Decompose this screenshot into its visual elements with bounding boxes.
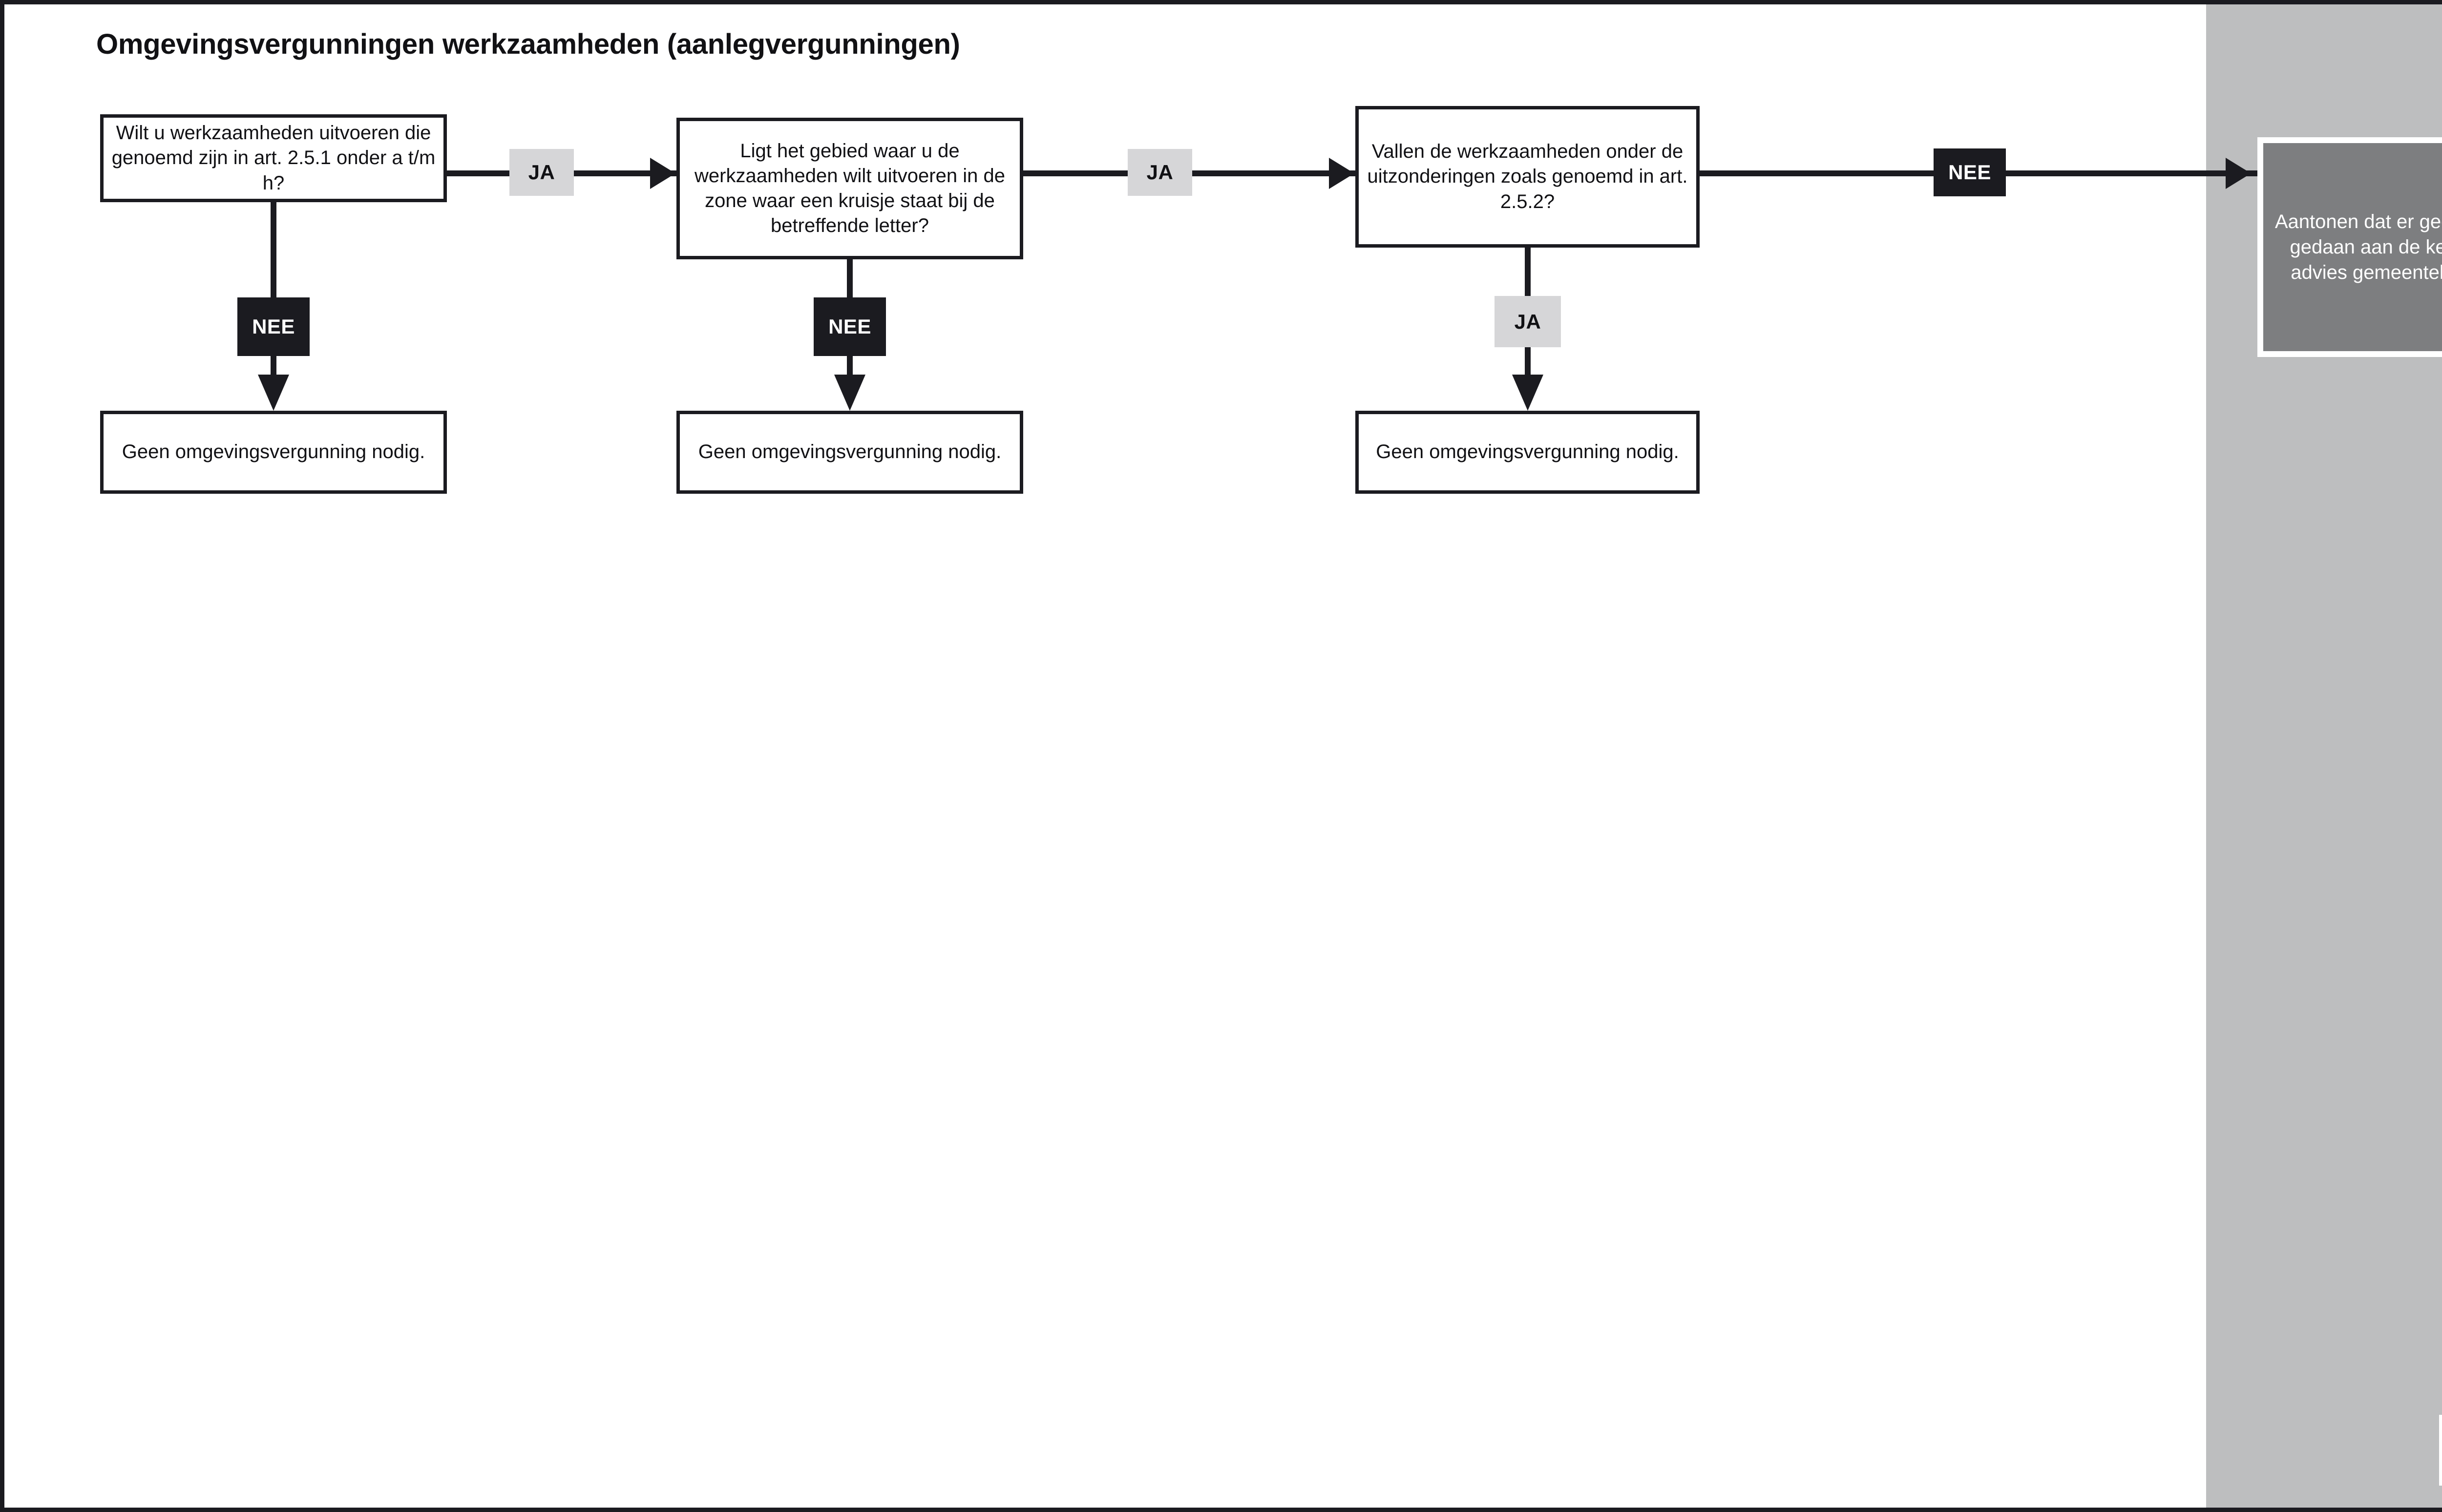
badge-nee-q3: NEE bbox=[1934, 148, 2006, 196]
outcome-box-final[interactable]: Aantonen dat er geen afbreuk wordt gedaa… bbox=[2257, 137, 2442, 357]
badge-nee-q2-label: NEE bbox=[828, 315, 871, 338]
badge-ja-q1-label: JA bbox=[528, 161, 555, 184]
arrowhead-q3-to-t3 bbox=[1512, 375, 1543, 411]
arrowhead-q1-to-q2 bbox=[650, 158, 675, 189]
logo-card: BügelHajema Plek voor ideeën bbox=[2439, 1415, 2442, 1486]
terminal-box-t2-label: Geen omgevingsvergunning nodig. bbox=[698, 441, 1002, 463]
outcome-box-final-label: Aantonen dat er geen afbreuk wordt gedaa… bbox=[2274, 211, 2442, 283]
decision-box-q1-label: Wilt u werkzaamheden uitvoeren die genoe… bbox=[111, 122, 436, 194]
badge-ja-q3: JA bbox=[1495, 296, 1561, 347]
arrowhead-q1-to-t1 bbox=[258, 375, 289, 411]
arrowhead-q2-to-t2 bbox=[834, 375, 865, 411]
badge-ja-q2-label: JA bbox=[1146, 161, 1174, 184]
decision-box-q3-label: Vallen de werkzaamheden onder de uitzond… bbox=[1367, 141, 1688, 212]
arrowhead-q2-to-q3 bbox=[1329, 158, 1354, 189]
decision-box-q3[interactable]: Vallen de werkzaamheden onder de uitzond… bbox=[1355, 106, 1700, 248]
badge-ja-q1: JA bbox=[509, 149, 574, 196]
terminal-box-t1[interactable]: Geen omgevingsvergunning nodig. bbox=[100, 411, 447, 494]
decision-box-q1[interactable]: Wilt u werkzaamheden uitvoeren die genoe… bbox=[100, 114, 447, 202]
badge-nee-q1: NEE bbox=[237, 297, 310, 356]
badge-nee-q3-label: NEE bbox=[1948, 161, 1991, 184]
badge-nee-q2: NEE bbox=[814, 297, 886, 356]
badge-nee-q1-label: NEE bbox=[252, 315, 295, 338]
terminal-box-t3-label: Geen omgevingsvergunning nodig. bbox=[1376, 441, 1679, 463]
terminal-box-t2[interactable]: Geen omgevingsvergunning nodig. bbox=[676, 411, 1023, 494]
decision-box-q2-label: Ligt het gebied waar u de werkzaamheden … bbox=[695, 140, 1005, 237]
terminal-box-t3[interactable]: Geen omgevingsvergunning nodig. bbox=[1355, 411, 1700, 494]
page-title: Omgevingsvergunningen werkzaamheden (aan… bbox=[96, 28, 960, 60]
terminal-box-t1-label: Geen omgevingsvergunning nodig. bbox=[122, 441, 425, 463]
badge-ja-q3-label: JA bbox=[1514, 310, 1541, 333]
arrowhead-q3-to-final bbox=[2226, 158, 2251, 189]
decision-box-q2[interactable]: Ligt het gebied waar u de werkzaamheden … bbox=[676, 118, 1023, 259]
badge-ja-q2: JA bbox=[1128, 149, 1192, 196]
